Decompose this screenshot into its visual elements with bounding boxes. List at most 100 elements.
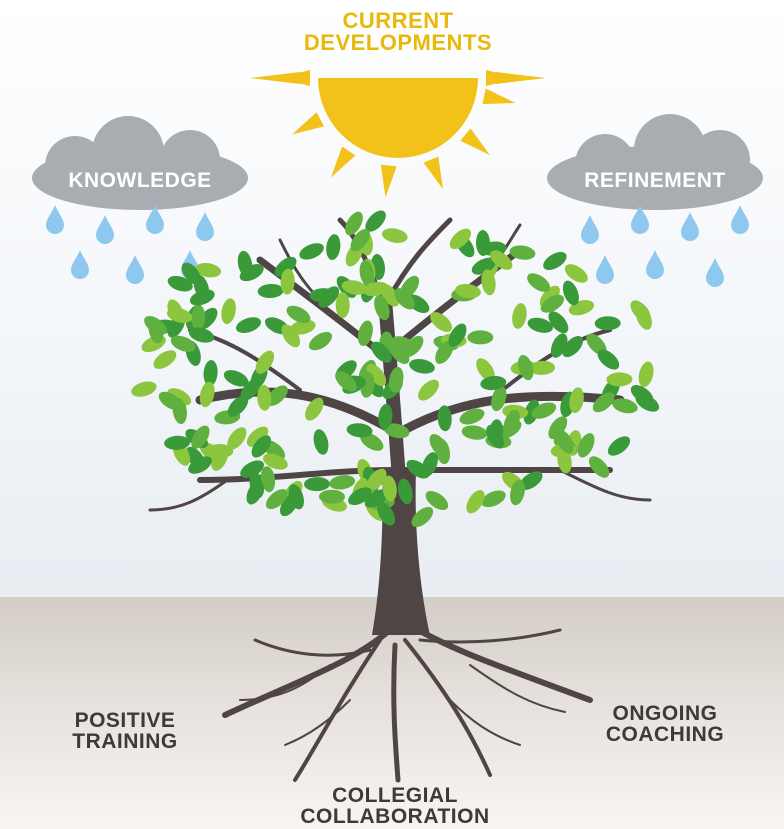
- leaf-icon: [612, 398, 638, 414]
- leaf-icon: [227, 427, 247, 450]
- leaf-icon: [486, 424, 504, 449]
- root-left-line1: POSITIVE: [74, 709, 176, 732]
- leaf-icon: [437, 405, 452, 432]
- leaf-icon: [144, 316, 167, 335]
- tree-roots: [222, 622, 593, 783]
- leaf-icon: [360, 371, 375, 398]
- label-collegial-collaboration: COLLEGIAL COLLABORATION: [240, 785, 550, 827]
- leaf-icon: [543, 252, 567, 270]
- leaf-icon: [429, 434, 449, 457]
- leaf-icon: [409, 358, 435, 374]
- leaf-icon: [383, 423, 410, 439]
- leaf-icon: [346, 423, 373, 438]
- leaf-icon: [421, 452, 438, 477]
- leaf-icon: [286, 305, 311, 324]
- tree-branches: [148, 217, 652, 512]
- leaf-icon: [449, 228, 472, 250]
- leaf-icon: [257, 384, 272, 411]
- root-left-line2: TRAINING: [72, 730, 178, 753]
- leaf-icon: [638, 361, 654, 388]
- leaf-icon: [308, 331, 333, 351]
- rain-drop-icon: [631, 205, 649, 234]
- leaf-icon: [199, 381, 215, 408]
- sun-ray: [496, 72, 546, 84]
- leaf-icon: [359, 260, 375, 286]
- sun-ray: [482, 88, 516, 105]
- rain-drops: [46, 205, 749, 287]
- rain-drop-icon: [146, 205, 164, 234]
- leaf-icon: [246, 480, 264, 505]
- leaf-icon: [597, 349, 620, 370]
- leaf-icon: [319, 489, 345, 504]
- leaf-icon: [394, 288, 415, 310]
- rain-drop-icon: [46, 205, 64, 234]
- leaf-icon: [556, 429, 574, 454]
- leaf-icon: [529, 360, 556, 375]
- cloud-knowledge-icon: [32, 116, 248, 210]
- rain-drop-icon: [706, 258, 724, 287]
- leaf-icon: [237, 250, 253, 277]
- leaf-icon: [548, 311, 569, 334]
- root-center-line1: COLLEGIAL: [332, 784, 458, 807]
- leaf-icon: [360, 432, 384, 451]
- rain-drop-icon: [681, 212, 699, 241]
- leaf-icon: [260, 466, 276, 493]
- rain-drop-icon: [581, 215, 599, 244]
- leaf-icon: [235, 317, 262, 333]
- leaf-icon: [345, 211, 363, 236]
- sun-ray: [292, 112, 325, 135]
- leaf-icon: [480, 376, 507, 391]
- leaf-icon: [481, 269, 496, 296]
- leaf-icon: [569, 387, 584, 414]
- leaf-icon: [509, 245, 536, 260]
- leaf-icon: [481, 490, 506, 508]
- label-current-developments: CURRENT DEVELOPMENTS: [248, 10, 548, 54]
- leaf-icon: [374, 295, 390, 321]
- leaf-icon: [411, 506, 434, 528]
- leaf-icon: [299, 243, 324, 260]
- leaf-icon: [335, 292, 350, 319]
- leaf-icon: [548, 416, 568, 440]
- leaf-icon: [531, 402, 557, 419]
- leaf-icon: [491, 385, 507, 412]
- leaf-icon: [363, 281, 389, 297]
- leaf-icon: [188, 456, 212, 474]
- leaf-icon: [170, 335, 196, 352]
- label-positive-training: POSITIVE TRAINING: [40, 710, 210, 752]
- leaf-icon: [588, 456, 610, 478]
- leaf-icon: [335, 371, 357, 392]
- leaf-icon: [466, 490, 485, 514]
- sun-ray: [250, 72, 300, 84]
- leaf-icon: [425, 490, 449, 511]
- leaf-icon: [381, 228, 408, 243]
- leaf-icon: [366, 363, 387, 387]
- leaf-icon: [467, 330, 494, 345]
- leaf-icon: [448, 323, 467, 348]
- leaf-icon: [265, 489, 288, 510]
- leaf-icon: [430, 312, 453, 332]
- tree-leaves: [131, 210, 660, 528]
- leaf-icon: [459, 408, 485, 425]
- leaf-icon: [540, 294, 565, 313]
- leaf-icon: [255, 350, 275, 374]
- label-refinement: REFINEMENT: [584, 169, 726, 192]
- leaf-icon: [562, 280, 579, 306]
- leaf-icon: [564, 264, 588, 283]
- leaf-icon: [397, 478, 413, 505]
- root-right-line1: ONGOING: [612, 702, 718, 725]
- leaf-icon: [280, 268, 295, 295]
- leaf-icon: [527, 317, 553, 333]
- leaf-icon: [172, 398, 187, 425]
- leaf-icon: [527, 273, 551, 292]
- rain-drop-icon: [96, 215, 114, 244]
- sun-ray: [330, 146, 356, 178]
- leaf-icon: [221, 298, 236, 325]
- leaf-icon: [630, 384, 654, 405]
- leaf-icon: [606, 372, 633, 387]
- leaf-icon: [281, 324, 301, 348]
- root-right-line2: COACHING: [605, 723, 725, 746]
- leaf-icon: [357, 320, 373, 346]
- leaf-icon: [630, 300, 651, 322]
